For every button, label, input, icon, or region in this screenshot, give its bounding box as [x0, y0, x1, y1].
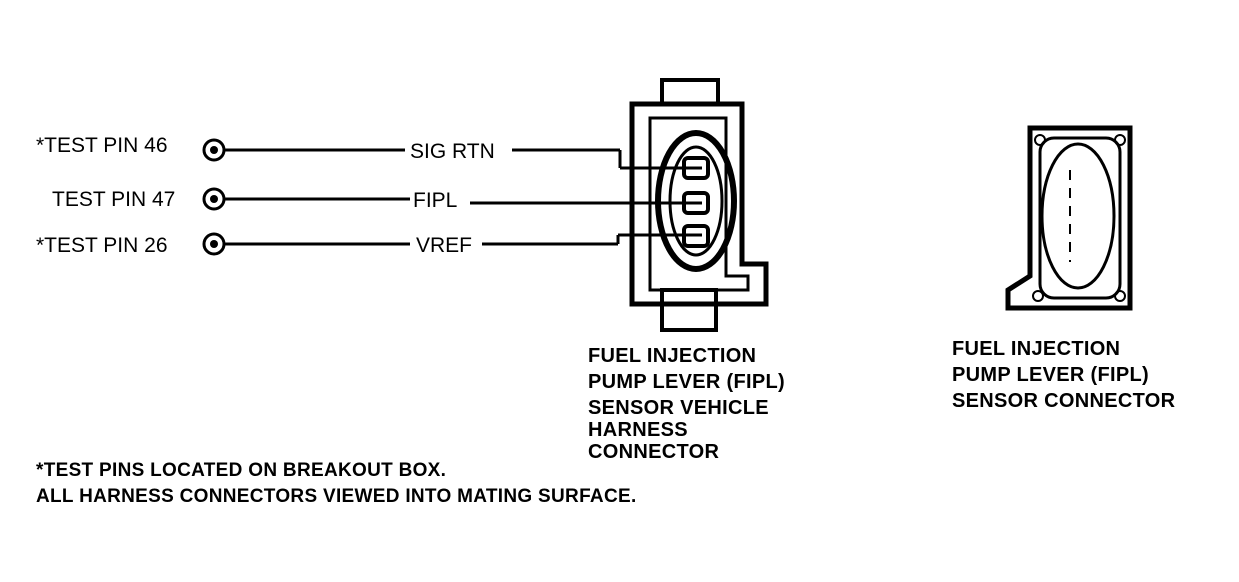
harness-caption-line-2: PUMP LEVER (FIPL) [588, 371, 785, 393]
wire-label-vref: VREF [416, 234, 472, 257]
sensor-caption-line-3: SENSOR CONNECTOR [952, 390, 1176, 412]
harness-connector [629, 78, 769, 332]
wire-label-sig-rtn: SIG RTN [410, 140, 495, 163]
harness-caption-line-3: SENSOR VEHICLE [588, 397, 769, 419]
harness-terminal-2 [682, 191, 710, 215]
harness-terminal-3 [682, 224, 710, 248]
wire-label-fipl: FIPL [413, 189, 457, 212]
wire-fipl [224, 197, 702, 205]
note-breakout-box: *TEST PINS LOCATED ON BREAKOUT BOX. [36, 460, 446, 481]
harness-caption-line-4: HARNESS [588, 419, 688, 441]
test-pin-47-terminal [202, 187, 226, 211]
note-mating-surface: ALL HARNESS CONNECTORS VIEWED INTO MATIN… [36, 486, 637, 507]
harness-caption-line-1: FUEL INJECTION [588, 345, 756, 367]
test-pin-26-terminal [202, 232, 226, 256]
test-pin-26-label: *TEST PIN 26 [36, 234, 168, 257]
sensor-connector [1005, 125, 1133, 311]
test-pin-46-terminal [202, 138, 226, 162]
harness-terminal-1 [682, 156, 710, 180]
harness-caption-line-5: CONNECTOR [588, 441, 719, 463]
sensor-caption-line-2: PUMP LEVER (FIPL) [952, 364, 1149, 386]
test-pin-47-label: TEST PIN 47 [52, 188, 175, 211]
test-pin-46-label: *TEST PIN 46 [36, 134, 168, 157]
sensor-caption-line-1: FUEL INJECTION [952, 338, 1120, 360]
